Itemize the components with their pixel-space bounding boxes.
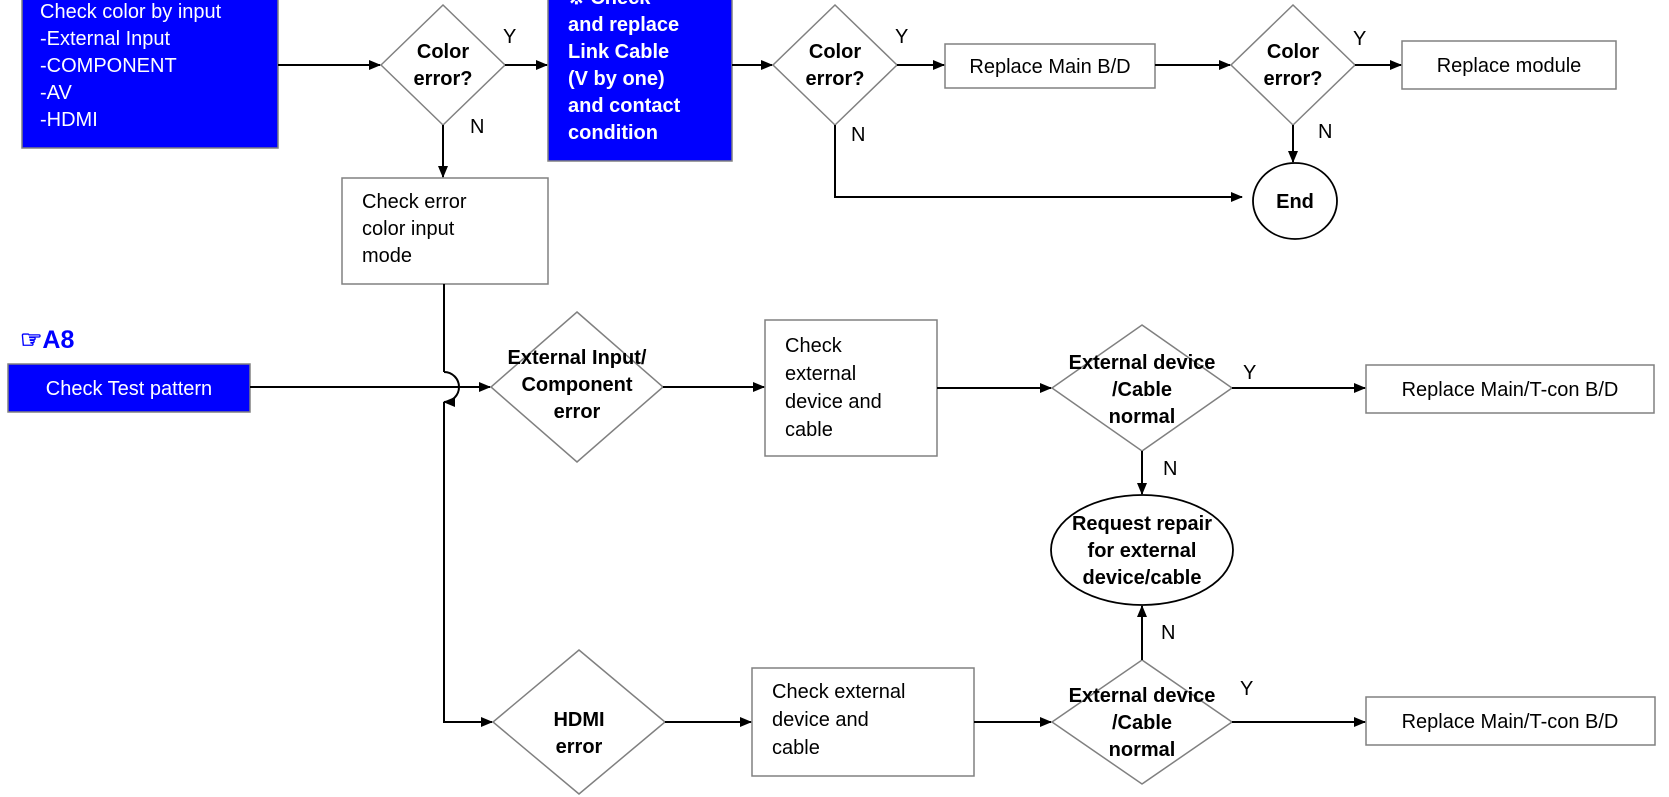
no-label: N xyxy=(470,116,484,138)
connector-color-error-2-no xyxy=(834,125,1243,202)
replace-module-box: Replace module xyxy=(1401,40,1617,90)
replace-main-tcon-box-1: Replace Main/T-con B/D xyxy=(1365,364,1655,414)
yes-label: Y xyxy=(1243,362,1256,384)
svg-text:Replace Main/T-con B/D: Replace Main/T-con B/D xyxy=(1402,711,1619,733)
svg-text:Replace Main B/D: Replace Main B/D xyxy=(969,56,1130,78)
replace-main-bd-box: Replace Main B/D xyxy=(944,43,1156,89)
connectors xyxy=(250,60,1402,727)
check-test-pattern-box: Check Test pattern xyxy=(7,363,251,413)
no-label: N xyxy=(1318,121,1332,143)
check-color-by-input-box: Check color by input-External Input-COMP… xyxy=(21,0,279,149)
no-label: N xyxy=(1163,458,1177,480)
yes-label: Y xyxy=(1240,678,1253,700)
no-label: N xyxy=(851,124,865,146)
replace-main-tcon-box-2: Replace Main/T-con B/D xyxy=(1365,696,1656,746)
yes-label: Y xyxy=(503,26,516,48)
a8-reference-label: ☞A8 xyxy=(20,326,74,354)
end-terminator: End xyxy=(1252,162,1338,240)
svg-text:Replace Main/T-con B/D: Replace Main/T-con B/D xyxy=(1402,379,1619,401)
svg-text:Check Test pattern: Check Test pattern xyxy=(46,378,212,400)
connector-to-hdmi-error xyxy=(443,402,493,727)
svg-text:Replace module: Replace module xyxy=(1437,55,1582,77)
yes-label: Y xyxy=(1353,28,1366,50)
no-label: N xyxy=(1161,622,1175,644)
branch-labels: Y N Y N Y N Y N N Y xyxy=(470,26,1366,700)
svg-text:End: End xyxy=(1276,191,1314,213)
svg-text:Check color by input-External: Check color by input-External Input-COMP… xyxy=(40,1,222,131)
yes-label: Y xyxy=(895,26,908,48)
